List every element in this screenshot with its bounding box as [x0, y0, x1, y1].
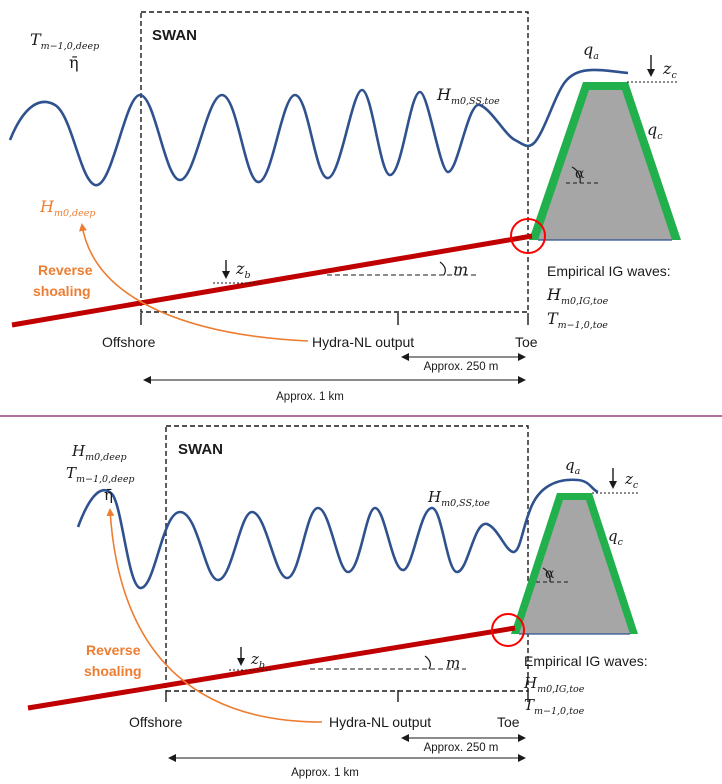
toe-label: Toe [497, 714, 520, 730]
swan-label: SWAN [178, 441, 223, 458]
empirical-height-label: Hm0,IG,toe [523, 674, 585, 695]
panel-bottom: SWAN Hm0,deep Tm−1,0,deep η̄ Reverse sho [27, 425, 648, 779]
breakwater-core [519, 500, 630, 634]
wave-profile [76, 478, 599, 590]
dist-250-label: Approx. 250 m [424, 361, 499, 373]
zb-label: zb [250, 650, 265, 671]
qa-label: qa [583, 40, 599, 62]
panel-top: SWAN Tm−1,0,deep η̄ Hm [8, 11, 681, 403]
alpha-arc [542, 567, 551, 583]
reverse-shoaling-path [106, 508, 323, 723]
hydra-label: Hydra-NL output [312, 334, 414, 350]
dist-250-label: Approx. 250 m [424, 742, 499, 754]
toe-ss-height-label: Hm0,SS,toe [427, 488, 490, 509]
m-arc [439, 261, 446, 276]
deep-height-label: Hm0,deep [71, 442, 127, 463]
deep-wave-height-label: Hm0,deep [39, 197, 95, 219]
swan-label: SWAN [152, 27, 197, 44]
hydra-label: Hydra-NL output [329, 714, 431, 730]
breakwater-core [538, 90, 672, 240]
m-label: m [453, 260, 468, 279]
dist-1km-label: Approx. 1 km [291, 767, 359, 779]
offshore-label: Offshore [102, 334, 156, 350]
toe-marker-circle [491, 613, 525, 647]
alpha-label: α [575, 166, 585, 182]
deep-period-label: Tm−1,0,deep [66, 464, 135, 485]
zb-label: zb [235, 259, 251, 281]
swan-domain-box [140, 11, 529, 313]
seabed-slope [11, 233, 533, 328]
toe-ss-height-label: Hm0,SS,toe [436, 85, 500, 107]
empirical-title: Empirical IG waves: [547, 263, 671, 279]
reverse-shoaling-path [79, 223, 309, 342]
zc-label: zc [662, 59, 677, 81]
zc-label: zc [624, 470, 639, 491]
toe-label: Toe [515, 334, 538, 350]
toe-marker-circle [510, 218, 546, 254]
qc-label: qc [647, 120, 663, 142]
m-label: m [446, 654, 460, 672]
wave-profile [8, 68, 629, 187]
alpha-arc [571, 166, 581, 184]
qc-label: qc [608, 527, 624, 548]
mean-water-level-label: η̄ [69, 53, 79, 72]
seabed-slope [27, 625, 516, 711]
deep-period-label: Tm−1,0,deep [30, 30, 99, 52]
empirical-height-label: Hm0,IG,toe [546, 285, 609, 307]
empirical-title: Empirical IG waves: [524, 653, 648, 669]
empirical-period-label: Tm−1,0,toe [547, 309, 608, 331]
reverse-shoaling-label: Reverse shoaling [84, 642, 144, 679]
empirical-period-label: Tm−1,0,toe [524, 696, 585, 717]
mean-water-level-label: η̄ [104, 486, 113, 504]
alpha-label: α [545, 566, 555, 582]
m-arc [424, 655, 431, 670]
swan-domain-box [165, 425, 529, 692]
reverse-shoaling-label: Reverse shoaling [33, 262, 96, 299]
qa-label: qa [565, 456, 581, 477]
dist-1km-label: Approx. 1 km [276, 391, 344, 403]
offshore-label: Offshore [129, 714, 183, 730]
